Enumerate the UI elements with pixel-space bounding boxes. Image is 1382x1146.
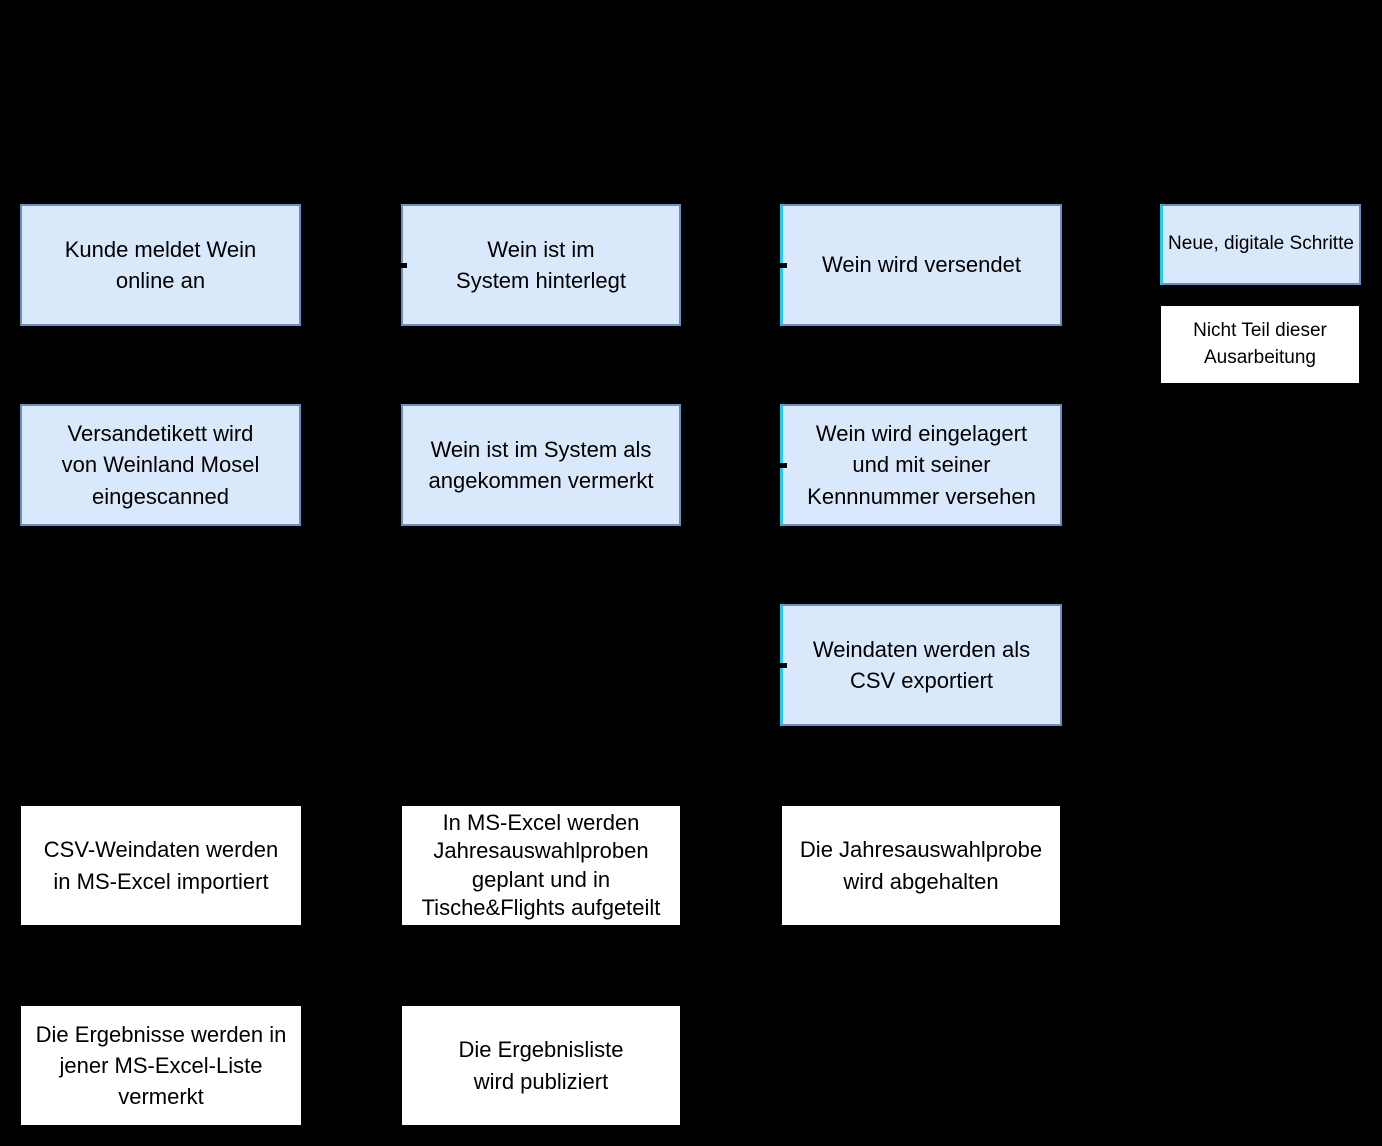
step-label: Wein ist im System hinterlegt [456,236,626,293]
step-label: Die Ergebnisse werden in jener MS-Excel-… [35,1021,287,1110]
legend-item-not-part-of-elaboration: Nicht Teil dieser Ausarbeitung [1161,306,1359,383]
step-wein-angekommen-vermerkt: Wein ist im System als angekommen vermer… [401,404,681,526]
step-label: Kunde meldet Wein online an [64,236,257,293]
arrowhead-mark [399,263,407,268]
step-label: CSV-Weindaten werden in MS-Excel importi… [43,837,279,894]
legend-item-digital-steps: Neue, digitale Schritte [1160,204,1361,285]
step-weindaten-csv-export: Weindaten werden als CSV exportiert [779,604,1062,726]
step-wein-wird-versendet: Wein wird versendet [779,204,1062,326]
step-label: Weindaten werden als CSV exportiert [812,636,1031,693]
step-label: Die Ergebnisliste wird publiziert [458,1037,624,1094]
step-label: Wein ist im System als angekommen vermer… [428,436,654,493]
step-jahresauswahlprobe-abgehalten: Die Jahresauswahlprobe wird abgehalten [782,806,1060,925]
step-versandetikett-eingescanned: Versandetikett wird von Weinland Mosel e… [20,404,301,526]
step-wein-eingelagert: Wein wird eingelagert und mit seiner Ken… [779,404,1062,526]
step-label: Versandetikett wird von Weinland Mosel e… [61,421,260,509]
step-label: Die Jahresauswahlprobe wird abgehalten [799,837,1043,894]
step-label: Wein wird versendet [822,252,1021,278]
step-wein-im-system-hinterlegt: Wein ist im System hinterlegt [399,204,681,326]
step-ergebnisliste-publiziert: Die Ergebnisliste wird publiziert [402,1006,680,1125]
arrowhead-mark [779,463,787,468]
step-label: In MS-Excel werden Jahresauswahlproben g… [421,810,661,920]
arrowhead-mark [779,663,787,668]
legend-label: Nicht Teil dieser Ausarbeitung [1193,319,1327,368]
legend-label: Neue, digitale Schritte [1168,233,1354,255]
arrowhead-mark [779,263,787,268]
step-csv-import-excel: CSV-Weindaten werden in MS-Excel importi… [21,806,301,925]
step-label: Wein wird eingelagert und mit seiner Ken… [807,421,1036,509]
step-excel-jahresauswahlproben-planung: In MS-Excel werden Jahresauswahlproben g… [402,806,680,925]
step-ergebnisse-vermerkt: Die Ergebnisse werden in jener MS-Excel-… [21,1006,301,1125]
step-kunde-meldet-wein: Kunde meldet Wein online an [20,204,301,326]
